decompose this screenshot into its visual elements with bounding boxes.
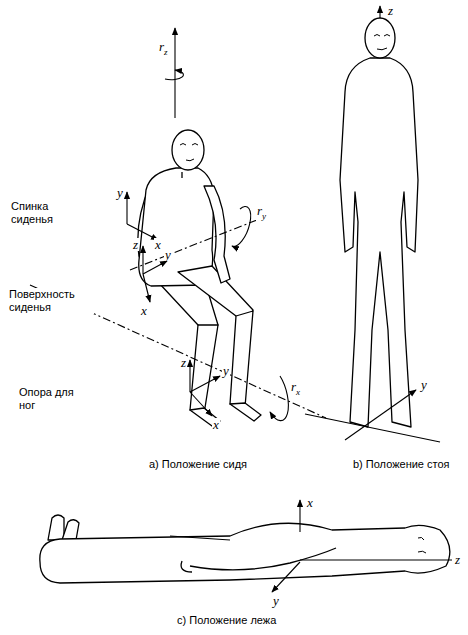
axis-label: y (420, 378, 428, 391)
caption: b) Положение стоя (352, 458, 451, 471)
axis-label: x (154, 238, 162, 251)
seated-figure (138, 130, 261, 426)
axis-label: y (116, 186, 124, 199)
caption: c) Положение лежа (176, 614, 277, 627)
part-label: Опора для ног (18, 386, 78, 412)
axis-label: y (164, 248, 172, 261)
axis-label: x (212, 418, 220, 431)
rotation-label: rx (290, 380, 301, 397)
axis-label: z (387, 4, 394, 17)
part-label: Спинка сиденья (10, 200, 76, 226)
axis-label: y (222, 364, 230, 377)
axis-label: z (180, 356, 187, 369)
axis-label: z (132, 238, 139, 251)
lying-figure (40, 515, 450, 583)
rotation-label: ry (256, 204, 267, 221)
caption: a) Положение сидя (148, 458, 248, 471)
axis-label: x (306, 496, 314, 509)
standing-figure (340, 18, 418, 427)
axis-label: x (140, 304, 148, 317)
axis-label: y (272, 594, 280, 607)
rotation-label: rz (158, 40, 169, 57)
part-label: Поверхность сиденья (8, 288, 94, 314)
axis-label: z (454, 553, 461, 566)
rz-axis (174, 30, 175, 118)
